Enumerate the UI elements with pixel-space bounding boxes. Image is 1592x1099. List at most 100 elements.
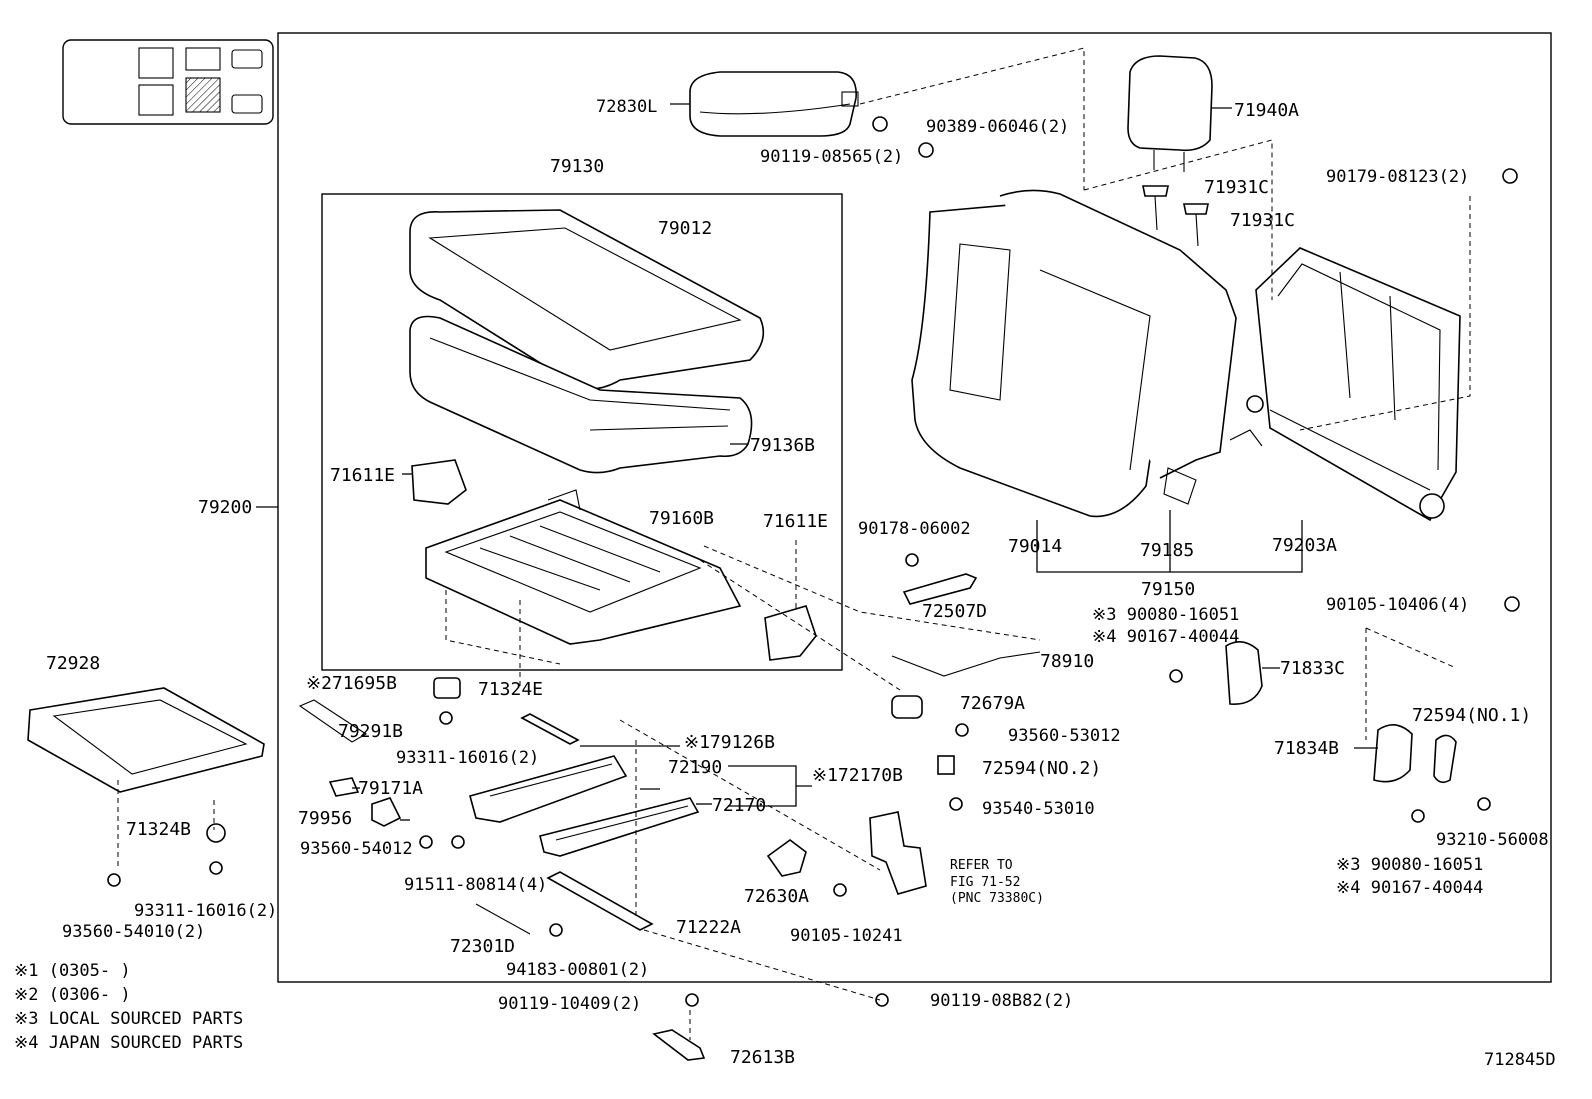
- label-90167-b: ※4 90167-40044: [1336, 878, 1483, 898]
- headrest-71940A: [1127, 55, 1213, 172]
- label-79956: 79956: [298, 808, 352, 829]
- label-71931C-b: 71931C: [1230, 210, 1295, 231]
- label-71695B: ※271695B: [306, 673, 397, 694]
- cover-79171A: [328, 777, 360, 797]
- label-78910: 78910: [1040, 651, 1094, 672]
- armrest-72830L: [689, 71, 859, 137]
- label-79291B: 79291B: [338, 721, 403, 742]
- label-72170B: ※172170B: [812, 765, 903, 786]
- label-93560-54012: 93560-54012: [300, 839, 413, 859]
- label-93210: 93210-56008: [1436, 830, 1549, 850]
- headrest-support-71931C: [1142, 185, 1209, 247]
- strap-72507D: [902, 573, 978, 605]
- label-79185: 79185: [1140, 540, 1194, 561]
- cable-78910: [891, 651, 1041, 677]
- fasteners: [107, 116, 1520, 1007]
- seat-track-72190: [469, 755, 628, 823]
- label-93311-b: 93311-16016(2): [134, 901, 277, 921]
- leader-lines: [256, 103, 1378, 821]
- label-90080-a: ※3 90080-16051: [1092, 605, 1239, 625]
- cushion-pad-79136B: [409, 315, 753, 474]
- label-90119-08B82: 90119-08B82(2): [930, 991, 1073, 1011]
- stopper-71324B: [206, 823, 226, 843]
- label-91511: 91511-80814(4): [404, 875, 547, 895]
- footnote-1: ※1 (0305- ): [14, 961, 131, 981]
- seatback-79014: [911, 189, 1237, 518]
- label-79150: 79150: [1141, 579, 1195, 600]
- label-71611E-b: 71611E: [763, 511, 828, 532]
- bracket-71833C: [1225, 641, 1263, 705]
- label-93560-54010: 93560-54010(2): [62, 922, 205, 942]
- dashed-lines: [117, 47, 1471, 1040]
- part-labels: 72830L 90389-06046(2) 90119-08565(2) 791…: [14, 97, 1556, 1070]
- rail-cover-71222A: [546, 871, 654, 931]
- label-72594-no2: 72594(NO.2): [982, 758, 1101, 779]
- label-79203A: 79203A: [1272, 535, 1337, 556]
- drawing-number: 712845D: [1484, 1050, 1556, 1070]
- label-90179: 90179-08123(2): [1326, 167, 1469, 187]
- refer-note-line3: (PNC 73380C): [950, 891, 1044, 906]
- label-71611E-a: 71611E: [330, 465, 395, 486]
- label-90167-a: ※4 90167-40044: [1092, 627, 1239, 647]
- refer-note-line1: REFER TO: [950, 858, 1013, 873]
- bracket-72613B: [652, 1029, 706, 1061]
- label-71833C: 71833C: [1280, 658, 1345, 679]
- seatback-frame-79203A: [1229, 247, 1461, 522]
- label-71222A: 71222A: [676, 917, 741, 938]
- locator-inset: [62, 39, 274, 125]
- label-93560-53012: 93560-53012: [1008, 726, 1121, 746]
- footnote-3: ※3 LOCAL SOURCED PARTS: [14, 1009, 243, 1029]
- label-93540: 93540-53010: [982, 799, 1095, 819]
- label-71940A: 71940A: [1234, 100, 1299, 121]
- label-90119-10409: 90119-10409(2): [498, 994, 641, 1014]
- bracket-72679A: [891, 695, 923, 719]
- label-72679A: 72679A: [960, 693, 1025, 714]
- label-90105-10241: 90105-10241: [790, 926, 903, 946]
- footnote-2: ※2 (0306- ): [14, 985, 131, 1005]
- label-72613B: 72613B: [730, 1047, 795, 1068]
- label-72928: 72928: [46, 653, 100, 674]
- label-90105-10406: 90105-10406(4): [1326, 595, 1469, 615]
- label-90080-b: ※3 90080-16051: [1336, 855, 1483, 875]
- cushion-cover-79012: [409, 209, 765, 390]
- label-72830L: 72830L: [596, 97, 657, 117]
- label-79136B: 79136B: [750, 435, 815, 456]
- label-90119-08565: 90119-08565(2): [760, 147, 903, 167]
- label-79126B: ※179126B: [684, 732, 775, 753]
- seatbelt-buckle: [869, 811, 927, 895]
- label-90389: 90389-06046(2): [926, 117, 1069, 137]
- mount-plate-72928: [27, 687, 265, 793]
- cover-72594-no1: [1433, 734, 1457, 784]
- label-79171A: 79171A: [358, 778, 423, 799]
- cover-79126B: [520, 713, 580, 745]
- refer-note-line2: FIG 71-52: [950, 875, 1020, 890]
- cover-71611E-left: [411, 459, 467, 505]
- label-93311-a: 93311-16016(2): [396, 748, 539, 768]
- label-79014: 79014: [1008, 536, 1062, 557]
- wire-79291B: [298, 699, 368, 743]
- seat-track-72170: [539, 797, 700, 857]
- label-71324B: 71324B: [126, 819, 191, 840]
- label-72190: 72190: [668, 757, 722, 778]
- cover-72594-no2: [937, 755, 955, 775]
- cushion-frame-79160B: [425, 489, 742, 645]
- label-72594-no1: 72594(NO.1): [1412, 705, 1531, 726]
- label-94183: 94183-00801(2): [506, 960, 649, 980]
- bracket-71834B: [1373, 724, 1413, 783]
- label-72301D: 72301D: [450, 936, 515, 957]
- bracket-72630A: [766, 839, 807, 877]
- stopper-71324E: [433, 677, 461, 699]
- label-71324E: 71324E: [478, 679, 543, 700]
- cover-79956: [371, 797, 402, 827]
- label-79200: 79200: [198, 497, 252, 518]
- label-79012: 79012: [658, 218, 712, 239]
- label-72630A: 72630A: [744, 886, 809, 907]
- label-71834B: 71834B: [1274, 738, 1339, 759]
- wire-72301D: [475, 903, 531, 935]
- cover-71611E-right: [764, 605, 817, 661]
- label-71931C-a: 71931C: [1204, 177, 1269, 198]
- footnote-4: ※4 JAPAN SOURCED PARTS: [14, 1033, 243, 1053]
- label-79130: 79130: [550, 156, 604, 177]
- cushion-subassembly-box: [321, 193, 843, 671]
